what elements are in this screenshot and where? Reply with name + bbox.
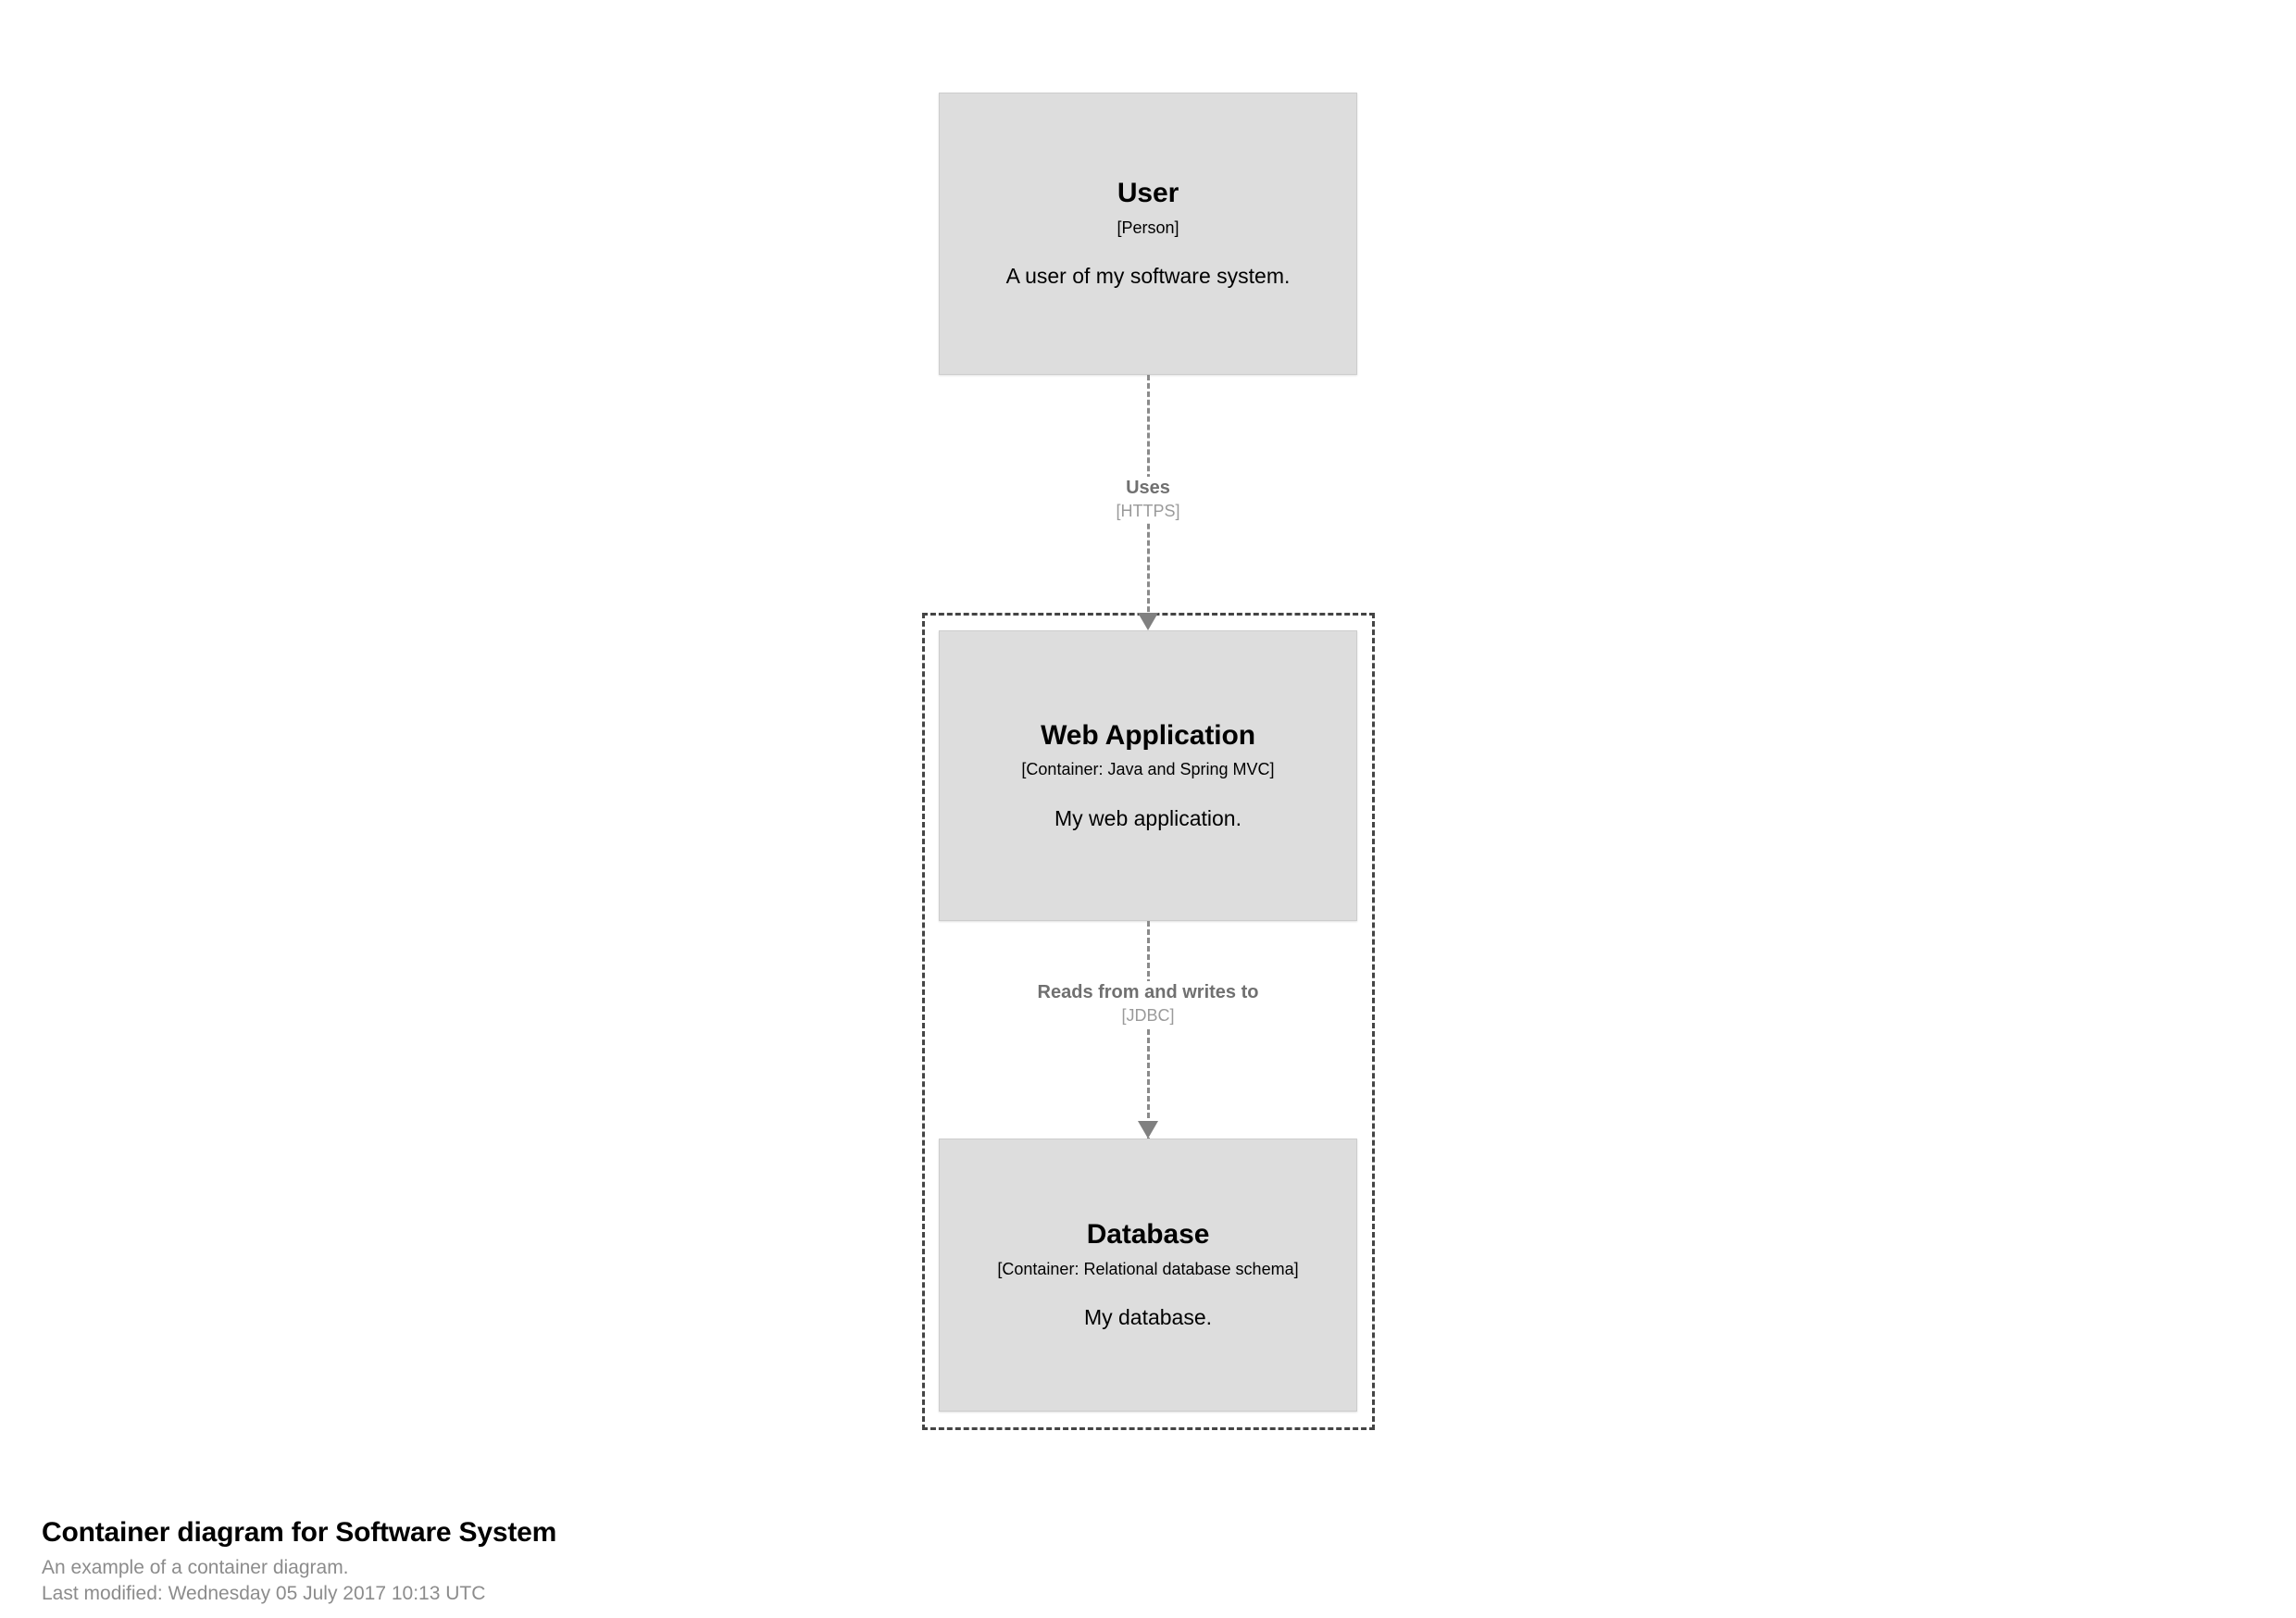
node-user-technology: [Person] [1117, 218, 1179, 237]
diagram-caption: Container diagram for Software System An… [42, 1516, 1153, 1608]
relationship-technology-https: [HTTPS] [1116, 502, 1180, 521]
node-database-technology: [Container: Relational database schema] [997, 1259, 1299, 1278]
node-web-application-name: Web Application [1041, 719, 1255, 751]
node-web-application-technology: [Container: Java and Spring MVC] [1021, 760, 1275, 779]
relationship-arrowhead-user-to-web-application [1138, 613, 1158, 630]
node-database-name: Database [1086, 1219, 1210, 1251]
caption-last-modified: Last modified: Wednesday 05 July 2017 10… [42, 1583, 486, 1605]
node-user[interactable]: User [Person] A user of my software syst… [939, 93, 1357, 375]
caption-subtitle: An example of a container diagram. [42, 1557, 349, 1578]
node-user-name: User [1117, 178, 1179, 209]
node-user-description: A user of my software system. [1005, 264, 1291, 289]
relationship-arrowhead-web-application-to-database [1138, 1121, 1158, 1139]
node-web-application[interactable]: Web Application [Container: Java and Spr… [939, 630, 1357, 921]
relationship-description-reads-writes: Reads from and writes to [1037, 982, 1259, 1002]
relationship-label-user-to-web-application: Uses [HTTPS] [1009, 477, 1287, 523]
relationship-description-uses: Uses [1126, 478, 1170, 498]
relationship-line-web-application-to-database [1147, 921, 1150, 1143]
node-database[interactable]: Database [Container: Relational database… [939, 1139, 1357, 1412]
caption-title: Container diagram for Software System [42, 1517, 557, 1548]
node-web-application-description: My web application. [1054, 805, 1242, 830]
relationship-technology-jdbc: [JDBC] [1121, 1006, 1175, 1026]
node-database-description: My database. [1083, 1305, 1213, 1330]
relationship-label-web-application-to-database: Reads from and writes to [JDBC] [1032, 981, 1264, 1027]
